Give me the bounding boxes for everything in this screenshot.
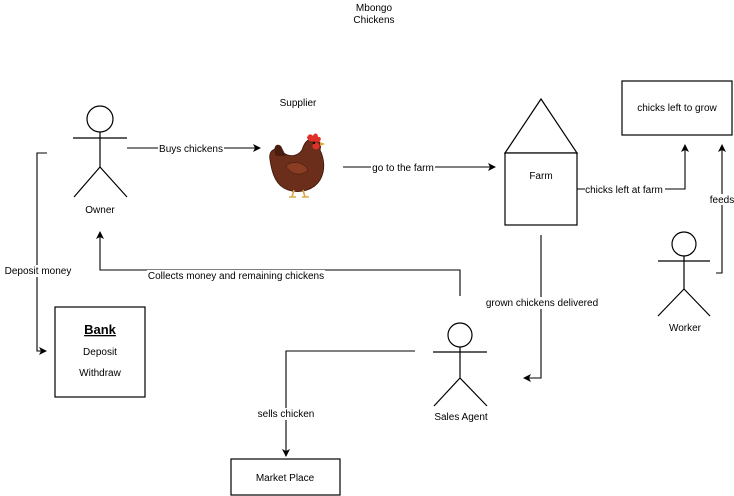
deposit-money-edge[interactable]: [36, 152, 47, 355]
collects-money-label: Collects money and remaining chickens: [148, 271, 324, 282]
collects-money-edge[interactable]: [96, 231, 461, 296]
diagram-title-line1: Mbongo: [356, 3, 393, 14]
grown-chickens-label: grown chickens delivered: [486, 298, 598, 309]
diagram-title-line2: Chickens: [353, 15, 394, 26]
chicks-left-edge[interactable]: [577, 144, 689, 190]
supplier-label: Supplier: [280, 98, 317, 109]
grown-chickens-edge[interactable]: [523, 235, 542, 382]
sells-chicken-label: sells chicken: [258, 409, 315, 420]
sells-chicken-edge[interactable]: [282, 350, 415, 457]
go-to-farm-label: go to the farm: [372, 163, 434, 174]
deposit-money-label: Deposit money: [5, 266, 72, 277]
chicks-left-label: chicks left at farm: [585, 185, 663, 196]
market-place-node[interactable]: [230, 458, 341, 496]
farm-label: Farm: [529, 171, 552, 182]
bank-withdraw-label: Withdraw: [79, 368, 121, 379]
worker-label: Worker: [669, 323, 702, 334]
feeds-edge[interactable]: [716, 144, 726, 274]
sales-agent-label: Sales Agent: [434, 412, 488, 423]
owner-label: Owner: [85, 205, 115, 216]
chicks-left-to-grow-label: chicks left to grow: [637, 103, 717, 114]
market-place-label: Market Place: [256, 473, 315, 484]
bank-title: Bank: [84, 322, 117, 337]
bank-node[interactable]: [54, 306, 146, 398]
owner-actor[interactable]: [73, 105, 128, 198]
buys-chickens-label: Buys chickens: [159, 144, 223, 155]
worker-actor[interactable]: [657, 231, 711, 317]
feeds-label: feeds: [710, 195, 734, 206]
bank-deposit-label: Deposit: [83, 347, 117, 358]
chicks-left-to-grow-box[interactable]: [621, 80, 733, 136]
hen-icon[interactable]: [269, 133, 325, 198]
farm-node[interactable]: [503, 97, 579, 226]
sales-agent-actor[interactable]: [433, 322, 488, 407]
